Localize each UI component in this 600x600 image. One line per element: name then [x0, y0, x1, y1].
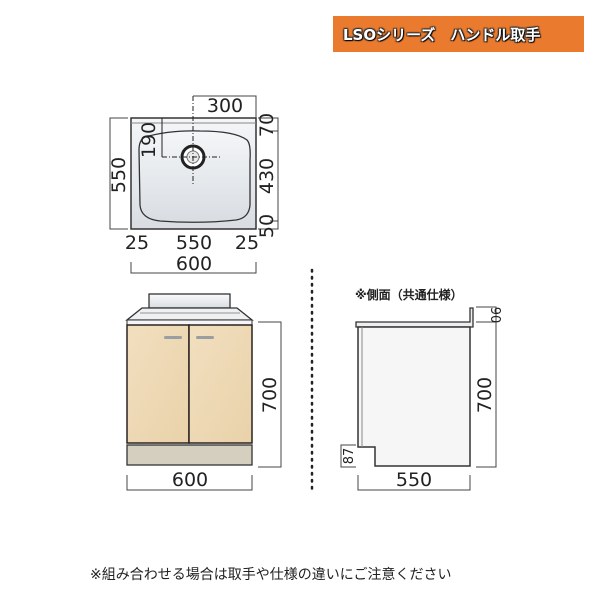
dim-depth-total: 550 [108, 157, 130, 193]
front-view: 700 600 [125, 293, 282, 491]
right-door-handle-icon [196, 336, 214, 339]
side-view: 90 700 87 550 [340, 306, 502, 491]
dim-backsplash: 90 [487, 307, 502, 324]
dim-bowl-width: 550 [176, 232, 212, 254]
dim-side-height: 700 [474, 377, 496, 413]
dim-bowl-depth: 430 [256, 158, 278, 194]
dim-drain-offset-y: 190 [138, 122, 160, 158]
dim-front-width: 600 [172, 469, 208, 491]
dim-drain-offset-x: 300 [207, 95, 243, 117]
dim-back-margin: 70 [256, 113, 278, 137]
side-view-label: ※側面（共通仕様） [355, 288, 463, 302]
dim-left-margin: 25 [125, 232, 149, 254]
dim-front-height: 700 [259, 377, 281, 413]
dim-toe-kick: 87 [342, 448, 357, 465]
dim-right-margin: 25 [235, 232, 259, 254]
dim-width-total: 600 [176, 253, 212, 275]
left-door-handle-icon [164, 336, 182, 339]
dim-front-margin: 50 [256, 214, 278, 238]
series-banner: LSOシリーズ ハンドル取手 [333, 16, 584, 52]
top-view: 300 190 550 70 430 50 25 550 25 600 [108, 95, 279, 275]
dim-side-depth: 550 [396, 469, 432, 491]
footer-note: ※組み合わせる場合は取手や仕様の違いにご注意ください [90, 567, 452, 583]
